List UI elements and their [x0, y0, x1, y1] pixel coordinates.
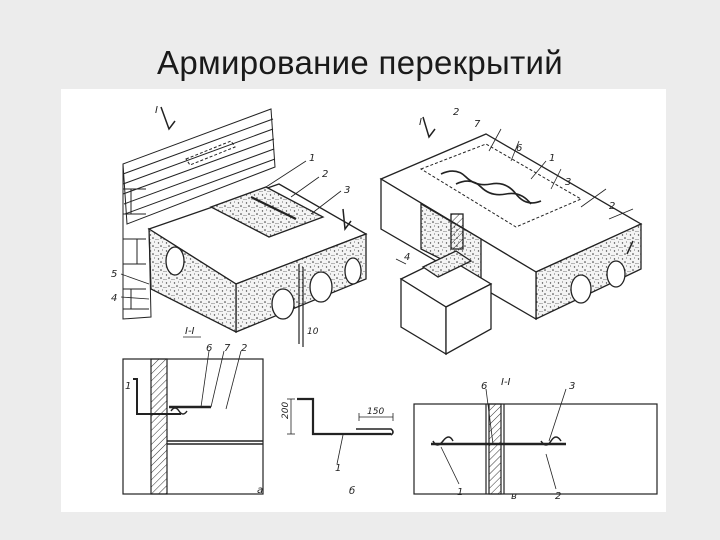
- label-n5-left: 5: [111, 269, 117, 280]
- left-isometric-view: [120, 106, 368, 347]
- label-dim-150: 150: [367, 407, 384, 417]
- label-section-v-title: I-I: [501, 377, 511, 388]
- slide-title: Армирование перекрытий: [157, 44, 563, 81]
- label-n2-a: 2: [241, 343, 247, 354]
- label-n4-left: 4: [111, 293, 117, 304]
- anchor-plate: [209, 186, 325, 238]
- brick-wall: [122, 108, 276, 320]
- anchor-zone: [419, 143, 583, 228]
- label-n1-right: 1: [549, 153, 555, 164]
- drawing-labels: I I 5 4 1 2 3 10 2 7 6 1 3 2 4 I-I 6 7 2…: [111, 105, 615, 502]
- label-n1-a: 1: [125, 381, 131, 392]
- label-sub-v: в: [511, 491, 517, 502]
- label-n1-b: 1: [335, 463, 341, 474]
- label-sub-b: б: [349, 485, 355, 497]
- label-section-i-right: I: [419, 117, 422, 128]
- label-n2-right-top: 2: [453, 107, 459, 118]
- section-v-drawing: [413, 388, 658, 495]
- label-n6-a: 6: [206, 343, 212, 354]
- label-n7-a: 7: [224, 343, 231, 354]
- hollow-core-slab-left: [147, 183, 368, 334]
- label-section-a-title: I-I: [185, 326, 195, 337]
- label-n2-left: 2: [322, 169, 328, 180]
- label-n6-v: 6: [481, 381, 487, 392]
- label-n1-left: 1: [309, 153, 315, 164]
- support-block: [399, 250, 493, 356]
- label-dim-200: 200: [281, 402, 291, 419]
- label-n1-v: 1: [457, 487, 463, 498]
- label-n7-right: 7: [474, 119, 481, 130]
- right-isometric-view: [379, 116, 643, 356]
- label-n3-left: 3: [344, 185, 350, 196]
- section-a-drawing: [122, 336, 264, 495]
- label-dim-10: 10: [307, 327, 319, 337]
- label-section-i-left: I: [155, 105, 158, 116]
- floor-reinforcement-drawing: I I 5 4 1 2 3 10 2 7 6 1 3 2 4 I-I 6 7 2…: [61, 89, 666, 512]
- wall-anchor-outline: [185, 140, 236, 166]
- label-sub-a: а: [257, 485, 263, 496]
- label-n4-right: 4: [404, 252, 410, 263]
- label-n2-v: 2: [555, 491, 561, 502]
- label-n2-right: 2: [609, 201, 615, 212]
- label-n3-v: 3: [569, 381, 575, 392]
- label-n6-right: 6: [516, 143, 522, 154]
- section-b-drawing: [287, 397, 394, 465]
- label-n3-right: 3: [565, 177, 571, 188]
